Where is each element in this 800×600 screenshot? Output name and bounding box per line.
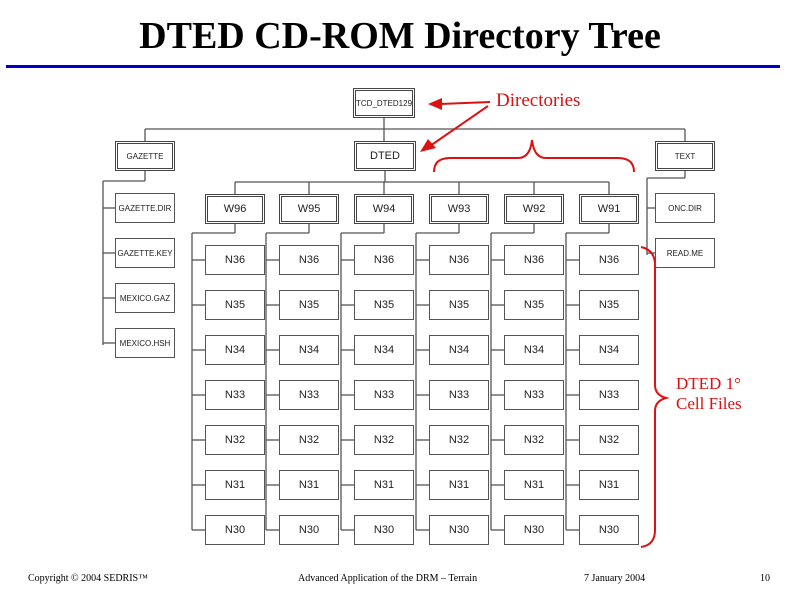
cell-file-w92-n30[interactable]: N30 [504,515,564,545]
footer-date: 7 January 2004 [584,573,646,584]
cell-file-w94-n34[interactable]: N34 [354,335,414,365]
directories-brace [433,139,635,173]
cell-file-w93-n30[interactable]: N30 [429,515,489,545]
file-gazette[interactable]: GAZETTE.KEY [115,238,175,268]
arrow-to-dted [429,105,489,147]
file-text[interactable]: ONC.DIR [655,193,715,223]
cell-file-w92-n34[interactable]: N34 [504,335,564,365]
cell-file-w96-n33[interactable]: N33 [205,380,265,410]
folder-w91[interactable]: W91 [579,194,639,224]
slide-title: DTED CD-ROM Directory Tree [139,15,661,57]
cell-files-brace [640,246,670,548]
cell-files-label-line1: DTED 1° [676,374,741,393]
directories-label: Directories [496,90,581,111]
cell-file-w95-n33[interactable]: N33 [279,380,339,410]
folder-w95[interactable]: W95 [279,194,339,224]
file-gazette[interactable]: MEXICO.HSH [115,328,175,358]
cell-file-w96-n34[interactable]: N34 [205,335,265,365]
footer-subject: Advanced Application of the DRM – Terrai… [298,573,478,584]
cell-file-w96-n32[interactable]: N32 [205,425,265,455]
cell-file-w93-n34[interactable]: N34 [429,335,489,365]
cell-file-w94-n31[interactable]: N31 [354,470,414,500]
cell-file-w92-n33[interactable]: N33 [504,380,564,410]
cell-file-w91-n36[interactable]: N36 [579,245,639,275]
cell-file-w94-n32[interactable]: N32 [354,425,414,455]
file-gazette[interactable]: GAZETTE.DIR [115,193,175,223]
arrow-head-dted [420,139,436,152]
cell-file-w93-n35[interactable]: N35 [429,290,489,320]
footer-copyright: Copyright © 2004 SEDRIS™ [28,573,148,584]
folder-dted[interactable]: DTED [354,141,416,171]
folder-text[interactable]: TEXT [655,141,715,171]
cell-files-label: DTED 1° Cell Files [676,374,742,414]
cell-file-w96-n30[interactable]: N30 [205,515,265,545]
cell-file-w94-n35[interactable]: N35 [354,290,414,320]
cell-file-w92-n36[interactable]: N36 [504,245,564,275]
cell-file-w91-n30[interactable]: N30 [579,515,639,545]
cell-file-w93-n33[interactable]: N33 [429,380,489,410]
arrow-to-root [439,101,491,105]
cell-file-w95-n32[interactable]: N32 [279,425,339,455]
cell-file-w91-n32[interactable]: N32 [579,425,639,455]
file-text[interactable]: READ.ME [655,238,715,268]
cell-file-w95-n35[interactable]: N35 [279,290,339,320]
cell-file-w96-n31[interactable]: N31 [205,470,265,500]
cell-file-w95-n34[interactable]: N34 [279,335,339,365]
cell-file-w96-n35[interactable]: N35 [205,290,265,320]
footer-page-number: 10 [760,573,770,584]
cell-file-w95-n36[interactable]: N36 [279,245,339,275]
cell-file-w94-n33[interactable]: N33 [354,380,414,410]
cell-file-w96-n36[interactable]: N36 [205,245,265,275]
folder-w93[interactable]: W93 [429,194,489,224]
cell-file-w95-n31[interactable]: N31 [279,470,339,500]
cell-file-w91-n31[interactable]: N31 [579,470,639,500]
cell-file-w93-n31[interactable]: N31 [429,470,489,500]
cell-file-w91-n35[interactable]: N35 [579,290,639,320]
cell-file-w95-n30[interactable]: N30 [279,515,339,545]
file-gazette[interactable]: MEXICO.GAZ [115,283,175,313]
cell-file-w92-n31[interactable]: N31 [504,470,564,500]
folder-w92[interactable]: W92 [504,194,564,224]
cell-files-label-line2: Cell Files [676,394,742,413]
arrow-head-root [428,98,442,110]
folder-w94[interactable]: W94 [354,194,414,224]
title-rule [6,65,780,68]
cell-file-w92-n35[interactable]: N35 [504,290,564,320]
folder-gazette[interactable]: GAZETTE [115,141,175,171]
cell-file-w91-n33[interactable]: N33 [579,380,639,410]
cell-file-w94-n30[interactable]: N30 [354,515,414,545]
cell-file-w93-n32[interactable]: N32 [429,425,489,455]
folder-w96[interactable]: W96 [205,194,265,224]
cell-file-w93-n36[interactable]: N36 [429,245,489,275]
folder-root[interactable]: TCD_DTED129 [353,88,415,118]
cell-file-w92-n32[interactable]: N32 [504,425,564,455]
cell-file-w91-n34[interactable]: N34 [579,335,639,365]
cell-file-w94-n36[interactable]: N36 [354,245,414,275]
